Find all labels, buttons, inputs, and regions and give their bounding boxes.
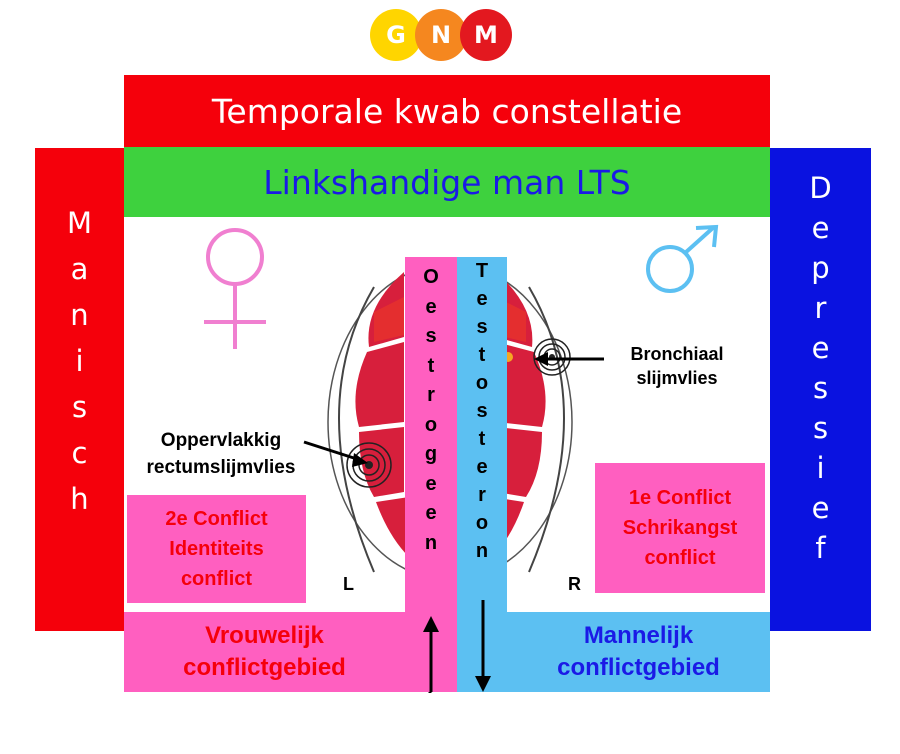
oestrogeen-strip: O e s t r o g e e n [405, 257, 457, 612]
depressief-letter: s [812, 371, 829, 405]
bronchiaal-arrowhead [534, 352, 548, 366]
manisch-letter: s [71, 390, 88, 424]
manisch-letter: h [70, 482, 89, 516]
oestrogeen-letter: r [427, 384, 435, 406]
vrouwelijk-line: conflictgebied [183, 654, 346, 681]
conflict-left-line: 2e Conflict [165, 508, 268, 530]
depressief-letter: f [815, 531, 826, 565]
logo-circle-g: G [370, 9, 422, 61]
depressief-letter: s [812, 411, 829, 445]
testosteron-letter: e [476, 456, 488, 478]
conflict-left-line: conflict [180, 568, 253, 590]
brain-right-label: R [568, 574, 581, 594]
oestrogeen-letter: t [427, 354, 435, 377]
testosteron-letter: o [475, 372, 489, 394]
depressief-letter: p [811, 251, 830, 285]
testosteron-letter: o [475, 512, 489, 534]
oestrogeen-letter: O [423, 266, 439, 288]
testosteron-letter: s [476, 400, 488, 422]
rectum-arrow [303, 440, 361, 462]
testosteron-letter: T [475, 260, 489, 282]
testosteron-letter: t [478, 428, 486, 450]
logo-letter-g: G [386, 21, 406, 49]
oestrogeen-letter: e [425, 502, 437, 524]
oestrogeen-letter: e [425, 295, 437, 318]
manisch-letter: c [71, 436, 88, 470]
up-arrow-tip [423, 616, 439, 632]
left-lobe-mid [359, 427, 404, 497]
manisch-letter: M [66, 206, 93, 240]
female-symbol-icon [204, 228, 266, 349]
testosteron-letter: n [475, 540, 489, 562]
conflict-left-box: 2e Conflict Identiteits conflict [127, 495, 306, 603]
logo-letter-m: M [474, 21, 498, 49]
depressief-letter: r [814, 291, 827, 325]
oestrogeen-letter: g [424, 443, 438, 465]
rectum-arrowhead [352, 453, 368, 467]
left-lobe-upper [355, 342, 404, 427]
bronchiaal-line: Bronchiaal [630, 344, 724, 364]
male-symbol-icon [646, 224, 719, 293]
logo-letter-n: N [430, 21, 452, 49]
left-stripe-top [374, 297, 404, 342]
right-lobe-mid [496, 427, 542, 497]
left-lobe-low [376, 497, 409, 557]
depressief-letters: D e p r e s s i e f [770, 168, 871, 568]
mannelijk-bar: Mannelijk conflictgebied [507, 612, 770, 692]
rectum-line: rectumslijmvlies [146, 457, 296, 478]
oestrogeen-letter: s [425, 325, 437, 347]
depressief-letter: e [811, 211, 830, 245]
brain-diagram [204, 224, 719, 693]
testosteron-letter: s [476, 316, 488, 338]
strip-arrows-overlay [423, 600, 491, 692]
right-lobe-upper [496, 342, 546, 427]
manisch-letter: a [70, 252, 89, 286]
depressief-letter: e [811, 491, 830, 525]
testosteron-strip: T e s t o s t e r o n [457, 257, 507, 612]
testosteron-letter: e [476, 288, 488, 310]
depressief-letter: i [816, 451, 825, 485]
mannelijk-line: Mannelijk [583, 622, 694, 649]
conflict-right-line: Schrikangst [622, 517, 738, 539]
down-arrow-tip [475, 676, 491, 692]
brain-left-label: L [343, 574, 354, 594]
page-title: Temporale kwab constellatie [124, 75, 770, 147]
rectum-label: Oppervlakkig rectumslijmvlies [128, 427, 314, 481]
vrouwelijk-bar: Vrouwelijk conflictgebied [124, 612, 405, 692]
logo-circle-m: M [460, 9, 512, 61]
depressief-letter: e [811, 331, 830, 365]
testosteron-letter: r [478, 484, 486, 506]
conflict-left-line: Identiteits [169, 538, 264, 560]
bronchiaal-line: slijmvlies [636, 368, 718, 388]
manisch-letter: i [75, 344, 84, 378]
vrouwelijk-line: Vrouwelijk [205, 622, 324, 649]
oestrogeen-letter: n [424, 531, 438, 554]
left-temporal-arc [338, 286, 375, 573]
depressief-letter: D [809, 171, 832, 205]
manisch-letter: n [70, 298, 89, 332]
logo-circle-n: N [415, 9, 467, 61]
manisch-letters: M a n i s c h [35, 200, 124, 522]
oestrogeen-letter: e [425, 472, 437, 495]
rectum-line: Oppervlakkig [160, 430, 282, 451]
oestrogeen-letter: o [424, 413, 438, 436]
depressief-bar: D e p r e s s i e f [770, 148, 871, 631]
testosteron-letter: t [478, 344, 486, 366]
right-temporal-arc [528, 286, 565, 573]
conflict-right-box: 1e Conflict Schrikangst conflict [595, 463, 765, 593]
conflict-right-line: conflict [644, 547, 716, 569]
manisch-bar: M a n i s c h [35, 148, 124, 631]
bronchiaal-label: Bronchiaal slijmvlies [617, 342, 737, 390]
mannelijk-line: conflictgebied [557, 654, 720, 681]
conflict-right-line: 1e Conflict [628, 487, 732, 509]
page-subtitle: Linkshandige man LTS [124, 147, 770, 217]
